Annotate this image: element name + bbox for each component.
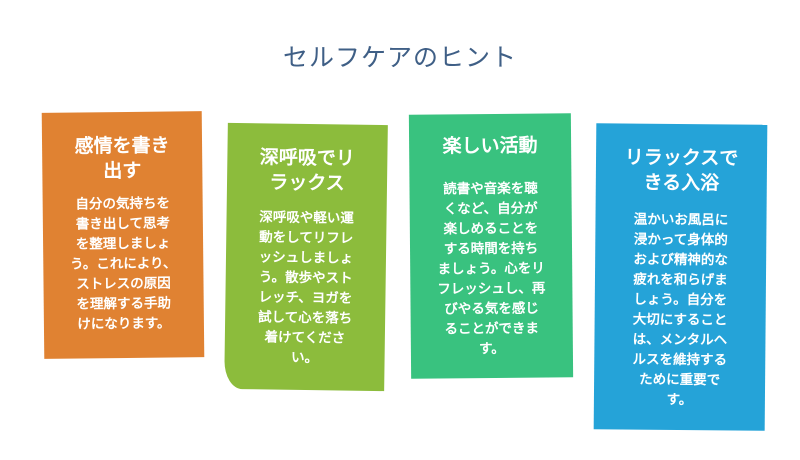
tip-card-deep-breathing: 深呼吸でリ ラックス 深呼吸や軽い運 動をしてリフレ ッシュしましょ う。散歩や… xyxy=(224,122,388,392)
page-title: セルフケアのヒント xyxy=(282,43,517,72)
card-body: 読書や音楽を聴 くなど、自分が 楽しめることを する時間を持ち ましょう。心をリ… xyxy=(437,180,546,358)
tip-card-write-feelings: 感情を書き 出す 自分の気持ちを 書き出して思考 を整理しましょ う。これにより… xyxy=(41,111,205,359)
tip-card-fun-activities: 楽しい活動 読書や音楽を聴 くなど、自分が 楽しめることを する時間を持ち まし… xyxy=(408,113,574,379)
card-title: 楽しい活動 xyxy=(442,134,538,158)
card-body: 温かいお風呂に 浸かって身体的 および精神的な 疲れを和らげま しょう。自分を … xyxy=(632,211,729,409)
card-body: 深呼吸や軽い運 動をしてリフレ ッシュしましょ う。散歩やスト レッチ、ヨガを … xyxy=(257,209,354,367)
card-body: 自分の気持ちを 書き出して思考 を整理しましょ う。これにより、 ストレスの原因… xyxy=(70,195,177,333)
card-title: 感情を書き 出す xyxy=(74,134,170,183)
tip-card-relaxing-bath: リラックスで きる入浴 温かいお風呂に 浸かって身体的 および精神的な 疲れを和… xyxy=(593,123,768,431)
card-title: 深呼吸でリ ラックス xyxy=(259,146,356,195)
card-title: リラックスで きる入浴 xyxy=(624,146,739,195)
